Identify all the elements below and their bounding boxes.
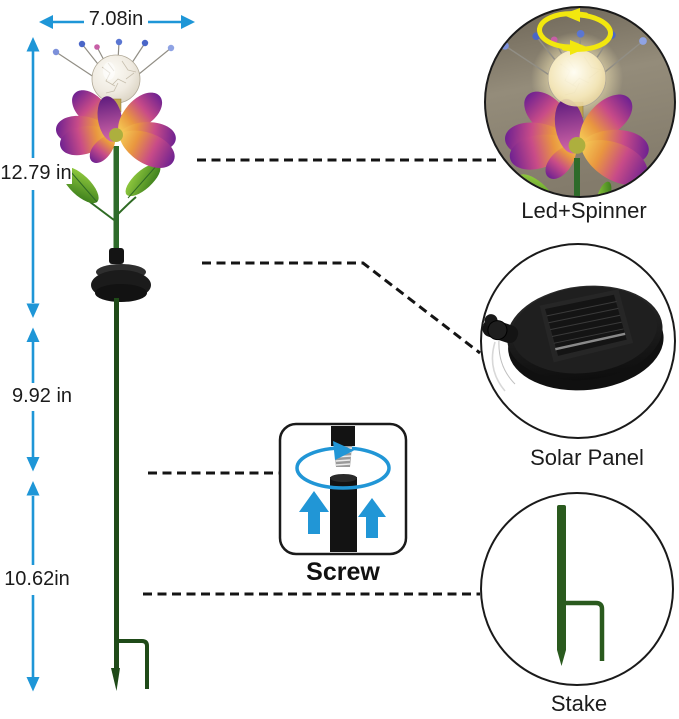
upper-stem [113,146,119,258]
upper-height-dimension-label: 12.79 in [0,162,72,184]
stake-label: Stake [550,691,608,716]
screw-callout-box [278,422,408,556]
stake-glyph [557,505,566,666]
up-arrow-icon [299,491,329,534]
stake-callout-circle [480,492,674,686]
hanging-wire [491,341,506,392]
led-spinner-callout-circle [484,6,676,198]
glowing-led-ball [548,49,606,107]
arrowhead-left [39,15,53,29]
solar-panel-disc [91,264,151,302]
led-spinner-label: Led+Spinner [521,198,647,223]
mount-clip [482,314,519,344]
upper-pole [331,426,355,446]
solar-panel-label: Solar Panel [530,445,644,470]
lower-height-dimension-label: 10.62in [0,568,74,590]
rotation-arrowhead [333,441,354,460]
dashed-connector-lines [143,158,501,596]
width-dimension-label: 7.08in [88,8,144,30]
arrowhead-right [181,15,195,29]
stake-glyph-prong [566,600,605,661]
dimension-arrows [26,15,195,692]
stake-prong [117,639,149,689]
connector-solar-panel [202,261,481,355]
up-arrow-icon [358,498,386,538]
screw-label: Screw [306,558,380,586]
leaves [61,163,161,221]
rotation-arrows-icon [537,8,613,55]
solar-panel-callout-circle [480,243,676,439]
stake-point [111,668,120,691]
middle-height-dimension-label: 9.92 in [4,385,80,407]
panel-collar [109,248,124,264]
stake-pole [114,298,119,672]
solar-panel-disc-large [507,285,664,391]
solar-cell-highlight [555,332,626,351]
